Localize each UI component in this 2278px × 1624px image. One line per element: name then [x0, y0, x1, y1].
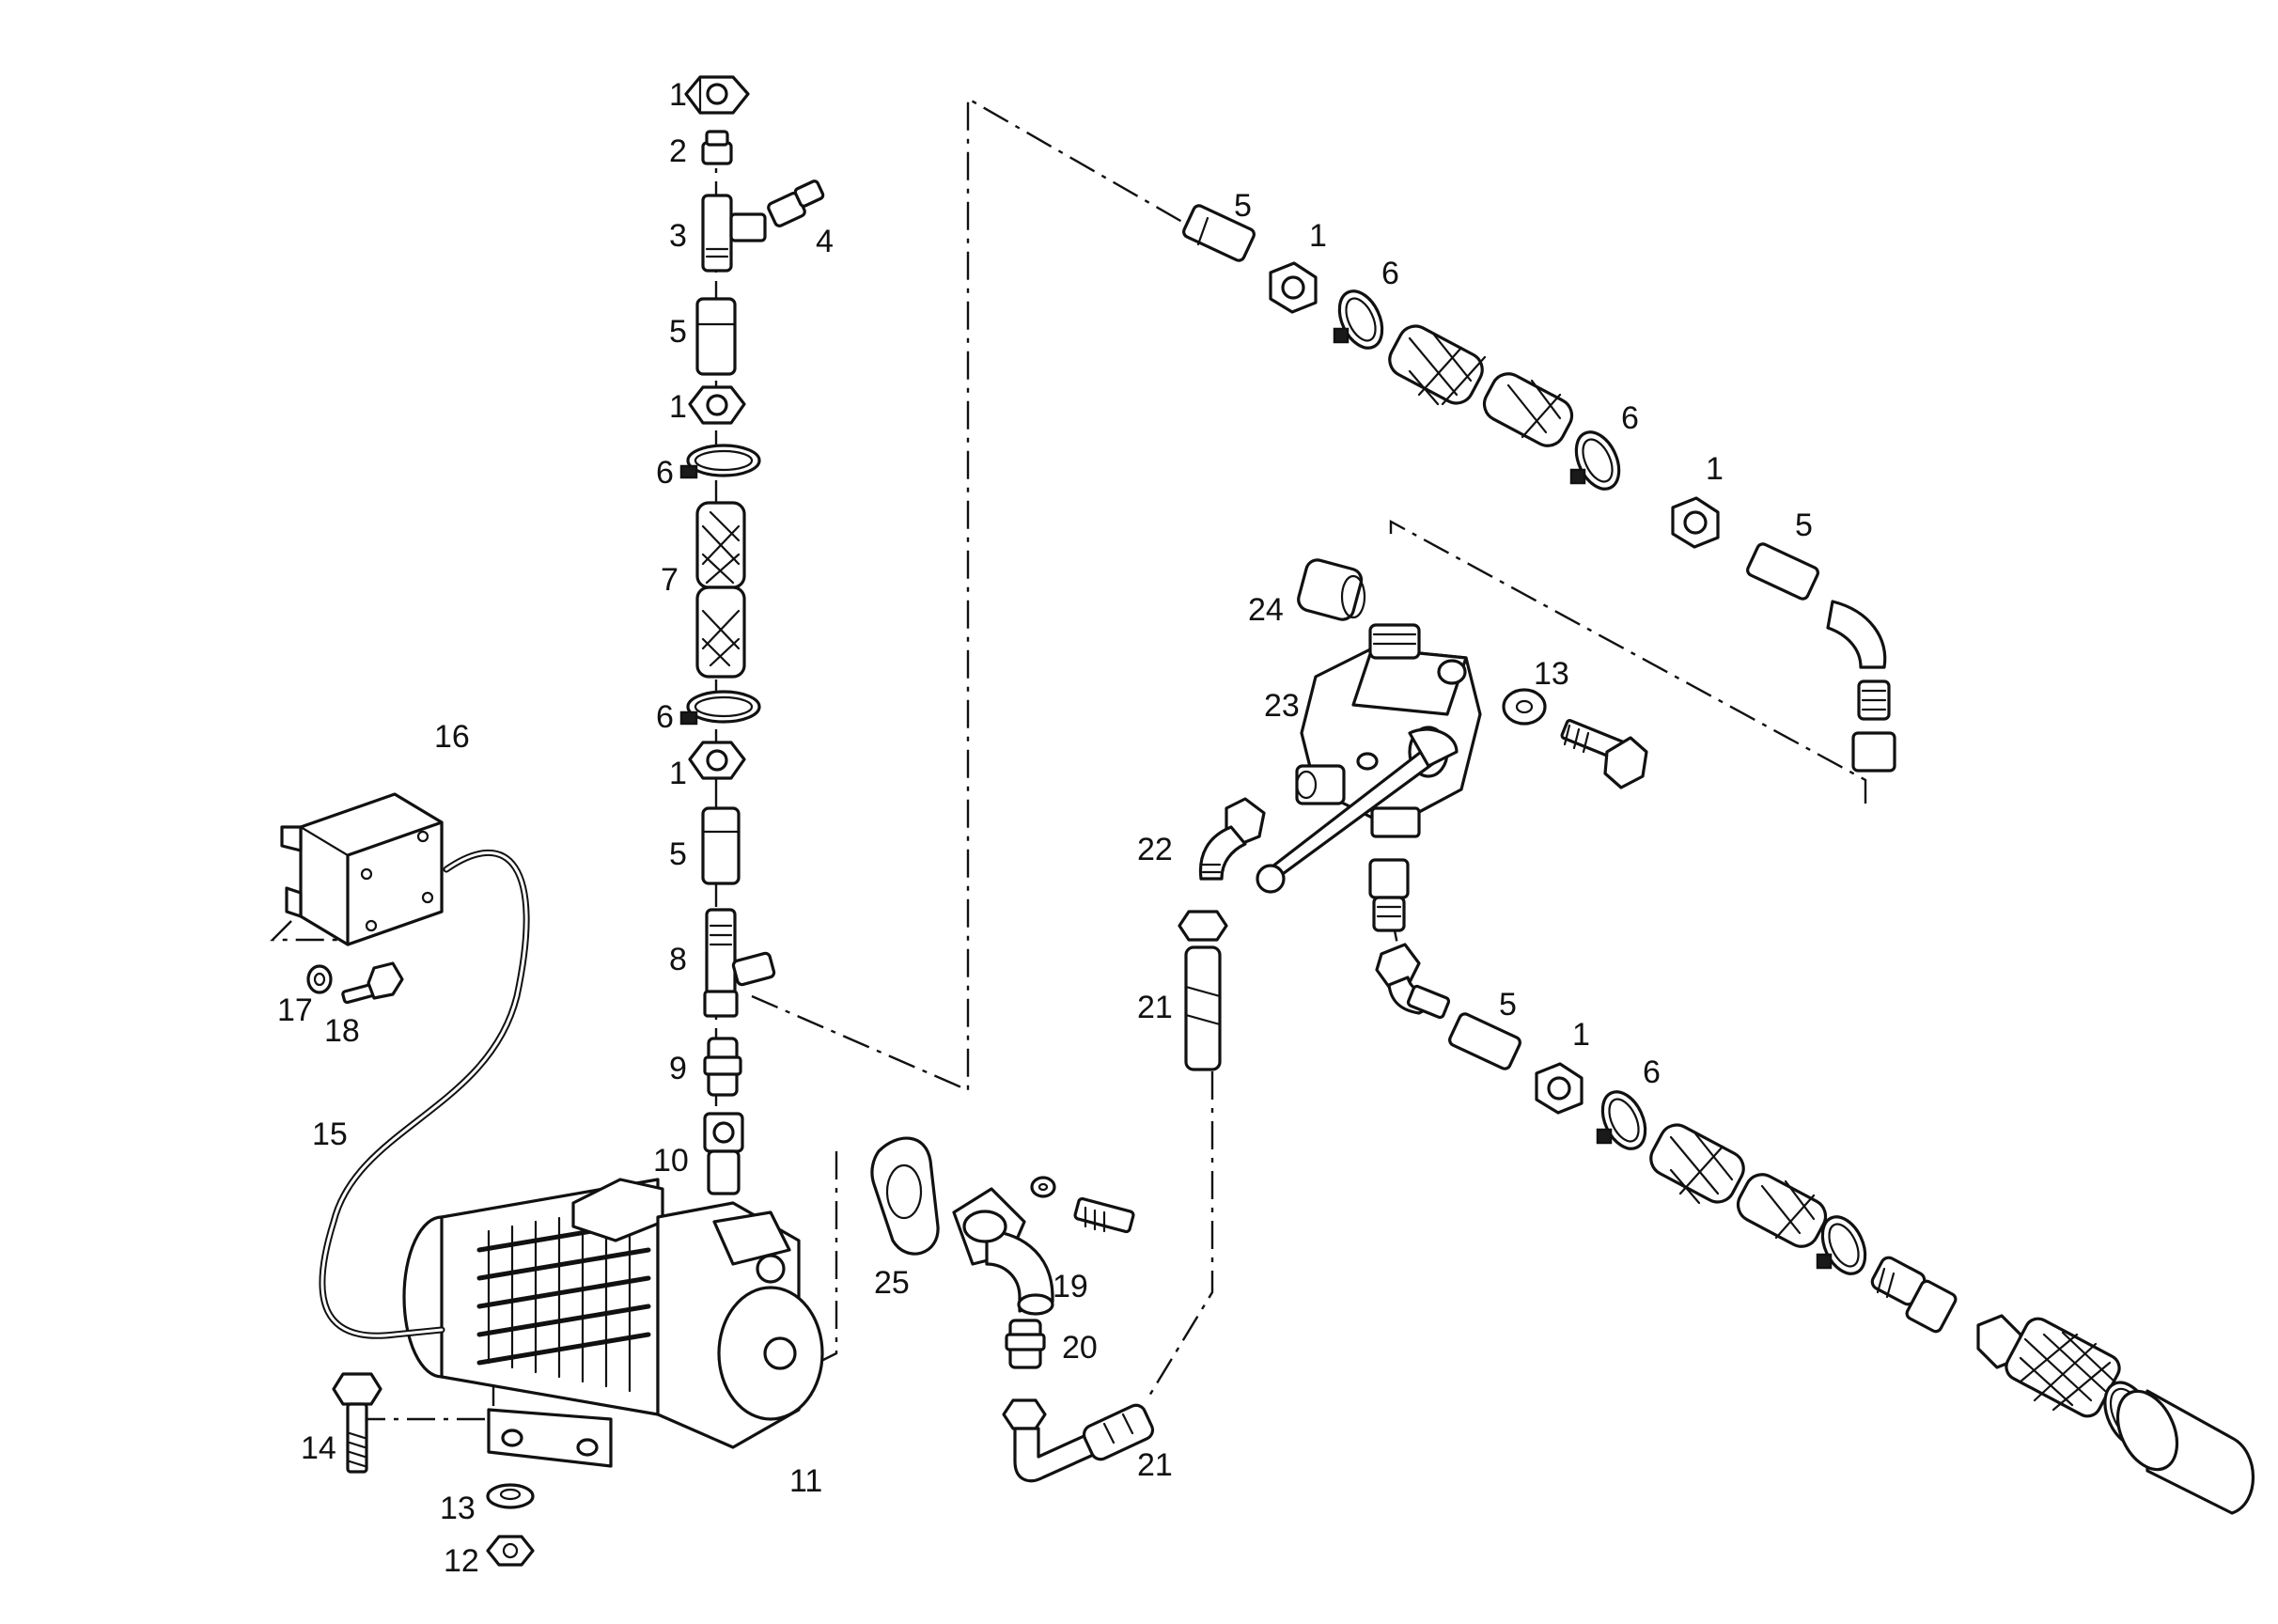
- callout-21: 21: [1137, 990, 1173, 1025]
- part-19-elbow: [952, 1187, 1054, 1316]
- part-bolt-right: [1560, 719, 1648, 789]
- part-24-sleeve: [1297, 558, 1366, 621]
- callout-21: 21: [1137, 1447, 1173, 1483]
- part-8-tee-fitting: [703, 908, 776, 1018]
- part-20-nipple: [1005, 1319, 1046, 1369]
- part-1-nut-upper: [688, 385, 746, 425]
- callout-1: 1: [669, 756, 687, 791]
- part-9-nipple: [703, 1037, 742, 1097]
- callout-2: 2: [669, 133, 687, 169]
- part-11-pump-motor: [402, 1178, 824, 1468]
- part-elbow-right: [1826, 600, 1896, 773]
- part-22-elbow: [1198, 797, 1266, 881]
- callout-5: 5: [1795, 508, 1813, 543]
- part-15-cable: [319, 850, 530, 1339]
- part-6-clamp-lower: [679, 690, 761, 726]
- part-12-nut: [486, 1535, 535, 1567]
- part-23-valve-handle: [1256, 727, 1459, 894]
- part-18-screw: [341, 961, 404, 1005]
- part-17-washer: [306, 964, 333, 994]
- part-4-nipple: [767, 180, 825, 227]
- callout-15: 15: [312, 1116, 348, 1152]
- callout-18: 18: [324, 1013, 360, 1049]
- part-5-hose-tail-top-right: [1182, 204, 1256, 262]
- callout-7: 7: [661, 562, 679, 598]
- callout-8: 8: [669, 942, 687, 977]
- part-23-valve-block: [1295, 623, 1482, 838]
- callout-1: 1: [669, 77, 687, 113]
- part-13-washer-right: [1502, 688, 1547, 726]
- callout-9: 9: [669, 1051, 687, 1086]
- part-5-hose-tail-upper: [695, 297, 737, 376]
- callout-1: 1: [1706, 451, 1724, 487]
- callout-1: 1: [1572, 1017, 1590, 1053]
- part-1-nut-top: [684, 75, 750, 115]
- part-3-tee-fitting: [701, 194, 767, 273]
- callout-6: 6: [1381, 256, 1399, 291]
- part-19-washer: [1030, 1176, 1056, 1198]
- part-6-clamp-top-right-a: [1333, 289, 1384, 350]
- callout-4: 4: [816, 224, 834, 259]
- part-7-hose-top-right: [1388, 324, 1574, 447]
- part-5-hose-tail-lower-right: [1448, 1012, 1521, 1070]
- part-21-hose-lower: [1002, 1398, 1155, 1483]
- callout-16: 16: [434, 719, 470, 755]
- part-2-plug: [701, 130, 733, 165]
- callout-6: 6: [1643, 1054, 1661, 1090]
- callout-14: 14: [301, 1430, 336, 1466]
- part-1-nut-lower: [688, 741, 746, 780]
- part-5-hose-tail-lower: [701, 806, 741, 885]
- callout-19: 19: [1053, 1269, 1088, 1304]
- part-6-clamp-lower-right-a: [1596, 1090, 1647, 1150]
- part-valve-lower-elbow: [1375, 943, 1451, 1020]
- callout-12: 12: [444, 1543, 479, 1579]
- callout-5: 5: [669, 836, 687, 872]
- part-25-gasket: [870, 1136, 940, 1256]
- part-16-junction-box: [280, 792, 444, 946]
- callout-20: 20: [1062, 1330, 1098, 1366]
- part-1-nut-mid-right: [1671, 496, 1720, 549]
- part-strainer: [1976, 1314, 2121, 1418]
- callout-1: 1: [669, 389, 687, 425]
- part-10-union: [703, 1112, 744, 1195]
- callout-5: 5: [1234, 188, 1252, 224]
- part-filter-cup: [2115, 1389, 2255, 1515]
- part-7-hose-lower-right: [1649, 1123, 1828, 1248]
- part-7-hose-section: [695, 501, 746, 679]
- part-5-hose-tail-mid-right: [1746, 542, 1819, 601]
- callout-11: 11: [789, 1463, 822, 1499]
- callout-labels: 1 2 3 4 5 1 6 7 6 1 5 8 9 10 11 12 13 14…: [277, 77, 1813, 1579]
- callout-24: 24: [1248, 592, 1284, 628]
- part-6-clamp-top-right-b: [1569, 430, 1621, 491]
- part-19-screw: [1073, 1196, 1135, 1234]
- callout-3: 3: [669, 218, 687, 254]
- callout-10: 10: [653, 1143, 689, 1179]
- callout-22: 22: [1137, 832, 1173, 867]
- part-14-bolt: [332, 1372, 382, 1474]
- callout-5: 5: [669, 314, 687, 350]
- part-1-nut-lower-right: [1535, 1062, 1584, 1115]
- callout-13: 13: [440, 1491, 476, 1526]
- callout-25: 25: [874, 1265, 910, 1301]
- callout-17: 17: [277, 992, 313, 1028]
- callout-5: 5: [1499, 987, 1517, 1023]
- part-21-hose-upper: [1178, 910, 1228, 1071]
- callout-13: 13: [1534, 656, 1569, 692]
- callout-6: 6: [1621, 400, 1639, 436]
- part-6-clamp-lower-right-b: [1816, 1215, 1867, 1275]
- callout-6: 6: [656, 455, 674, 491]
- part-1-nut-top-right: [1269, 261, 1318, 314]
- part-6-clamp-upper: [679, 444, 761, 479]
- part-valve-lower-union: [1368, 858, 1410, 932]
- callout-23: 23: [1264, 688, 1300, 724]
- part-strainer-connector: [1870, 1256, 1958, 1334]
- callout-6: 6: [656, 699, 674, 735]
- callout-1: 1: [1309, 218, 1327, 254]
- part-13-washer: [486, 1483, 535, 1509]
